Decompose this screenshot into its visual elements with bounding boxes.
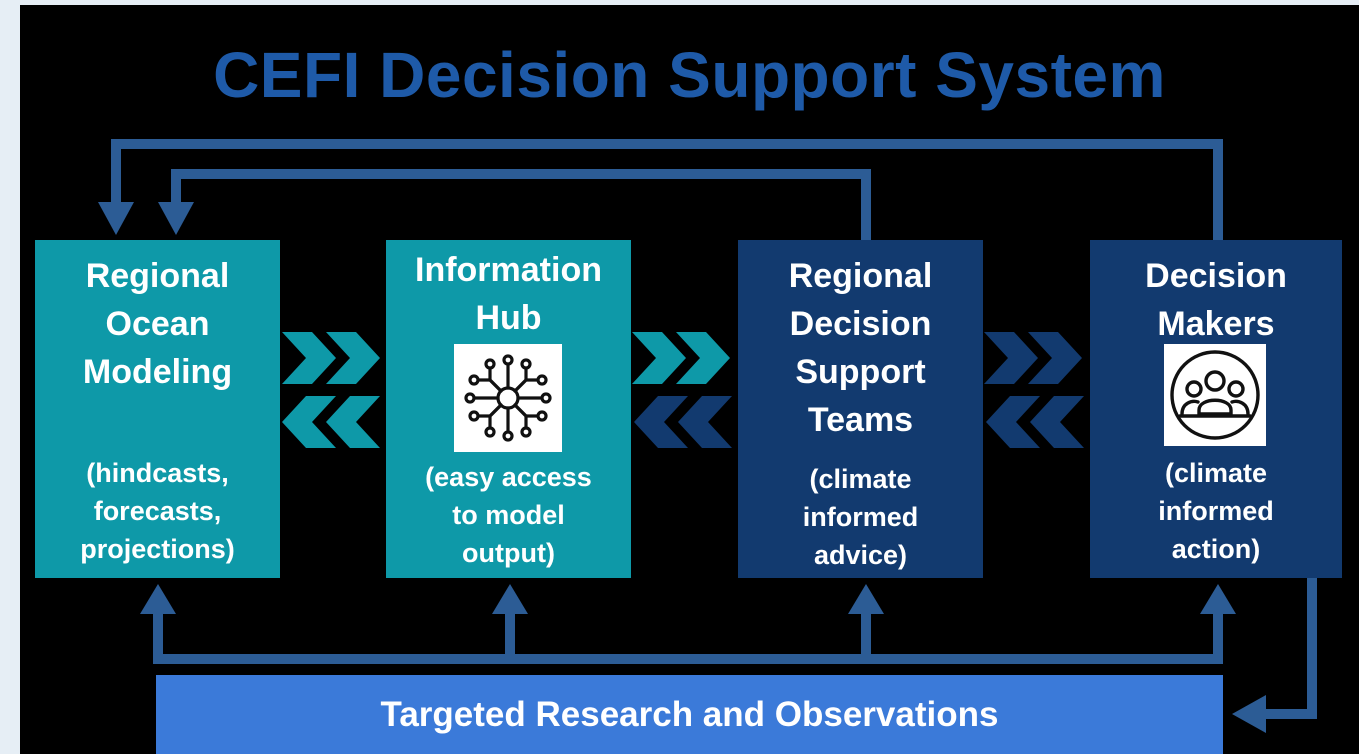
targeted-research-bar: Targeted Research and Observations [156,675,1223,754]
people-group-icon [1164,344,1266,446]
information-hub-box: Information Hub (easy access to [386,240,631,578]
box-title: Information Hub [415,251,602,337]
arrowhead-down-inner [158,202,194,235]
return-line-to-research [1260,577,1317,719]
decision-makers-box: Decision Makers (climate informed action… [1090,240,1342,578]
network-hub-icon [454,344,562,452]
regional-decision-support-teams-box: Regional Decision Support Teams (climate… [738,240,983,578]
diagram-title: CEFI Decision Support System [213,39,1166,111]
feedback-loop-support-teams [171,169,871,240]
box-description: (hindcasts, forecasts, projections) [80,458,235,564]
arrowhead-up-teams [848,584,884,614]
chevrons-forward-teams-to-makers [984,332,1082,384]
box-description: (easy access to model output) [425,462,592,568]
feedback-loop-decision-makers [111,139,1223,240]
connector-layer [98,139,1317,733]
chevrons-back-hub-to-modeling [282,396,380,448]
box-description: (climate informed advice) [802,464,919,570]
arrowhead-up-hub [492,584,528,614]
chevrons-back-teams-to-hub [634,396,732,448]
arrowhead-left-research [1232,695,1266,733]
arrowhead-up-modeling [140,584,176,614]
box-title: Regional Decision Support Teams [788,257,933,439]
box-description: (climate informed action) [1158,458,1274,564]
box-title: Regional Ocean Modeling [82,257,233,391]
targeted-research-label: Targeted Research and Observations [380,694,999,734]
arrowhead-up-decision-makers [1200,584,1236,614]
chevrons-forward-hub-to-teams [632,332,730,384]
research-bus-line [153,608,1223,664]
box-title: Decision Makers [1145,257,1287,343]
arrowhead-down-outer [98,202,134,235]
diagram-canvas: CEFI Decision Support System [20,5,1359,754]
chevrons-back-makers-to-teams [986,396,1084,448]
chevrons-forward-modeling-to-hub [282,332,380,384]
regional-ocean-modeling-box: Regional Ocean Modeling (hindcasts, fore… [35,240,280,578]
